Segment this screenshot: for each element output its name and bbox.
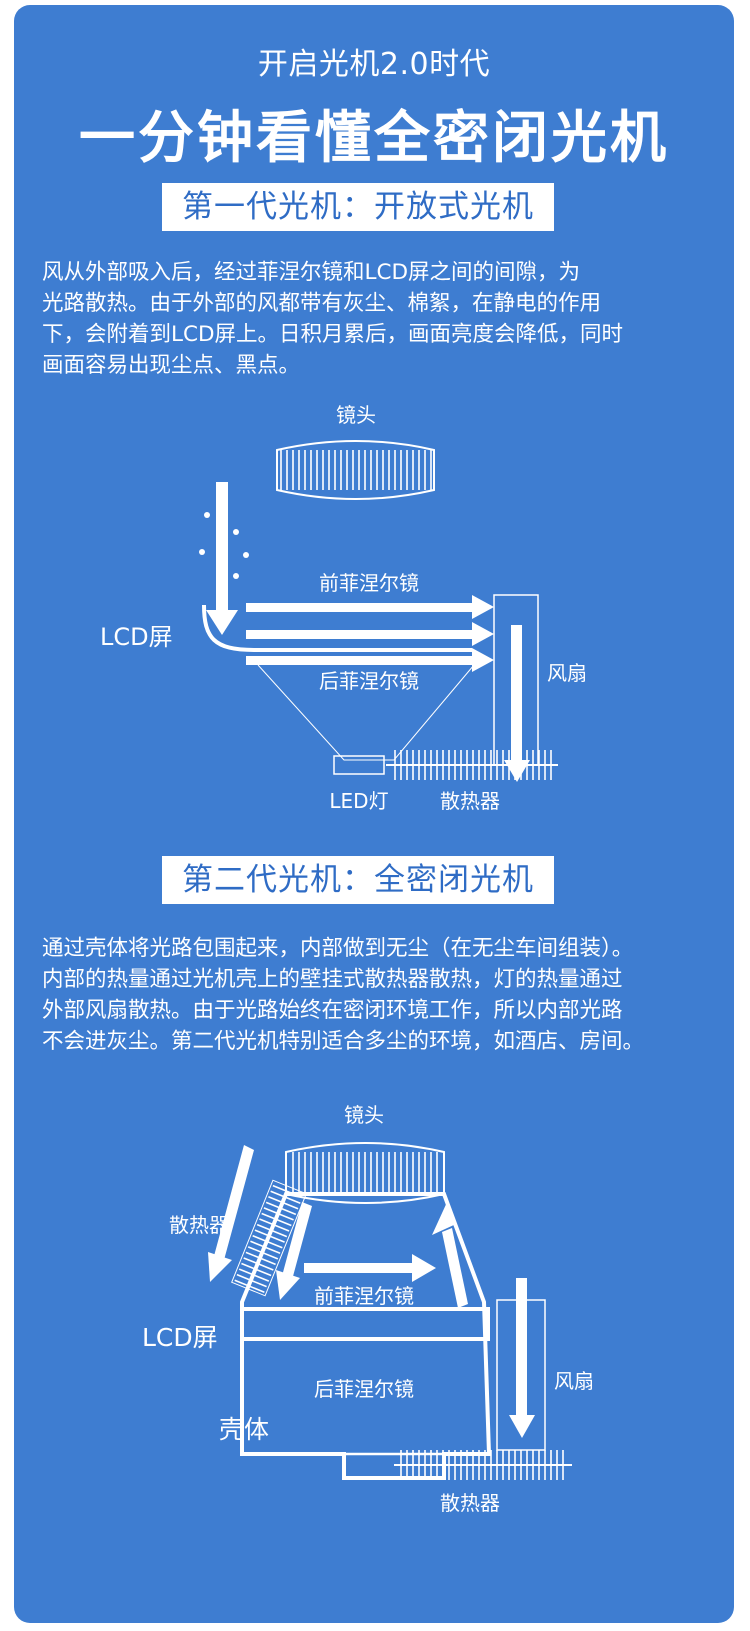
- section1-line: 画面容易出现尘点、黑点。: [42, 353, 301, 378]
- heatsink-fins: [386, 750, 558, 780]
- bottom-heatsink-fins: [394, 1450, 572, 1480]
- fan-label: 风扇: [554, 1369, 594, 1393]
- page-title: 一分钟看懂全密闭光机: [79, 106, 669, 171]
- lens-label: 镜头: [344, 1103, 384, 1127]
- rear-fresnel-label: 后菲涅尔镜: [314, 1377, 414, 1401]
- section2-line: 不会进灰尘。第二代光机特别适合多尘的环境，如酒店、房间。: [42, 1029, 645, 1054]
- lcd-label: LCD屏: [142, 1323, 218, 1352]
- section2-heading: 第二代光机：全密闭光机: [162, 856, 554, 904]
- intake-air-arrow: [206, 482, 238, 635]
- lens-shape: [285, 1142, 445, 1204]
- heatsink-label: 散热器: [440, 789, 500, 813]
- page-subtitle: 开启光机2.0时代: [257, 47, 491, 82]
- lens-shape: [276, 440, 435, 500]
- section2-paragraph: 通过壳体将光路包围起来，内部做到无尘（在无尘车间组装）。 内部的热量通过光机壳上…: [42, 933, 708, 1057]
- front-fresnel-label: 前菲涅尔镜: [319, 571, 419, 595]
- lcd-label: LCD屏: [100, 623, 173, 651]
- front-fresnel-label: 前菲涅尔镜: [314, 1284, 414, 1308]
- lcd-screen-line: [202, 604, 472, 652]
- open-engine-diagram: 镜头 前菲涅尔镜 LCD屏 后菲涅尔镜: [100, 403, 587, 813]
- sealed-engine-diagram: 镜头 散热器: [142, 1103, 594, 1515]
- dust-particles: [199, 512, 249, 579]
- fan-label: 风扇: [547, 661, 587, 685]
- section1-line: 风从外部吸入后，经过菲涅尔镜和LCD屏之间的间隙，为: [42, 260, 581, 285]
- section2-line: 外部风扇散热。由于光路始终在密闭环境工作，所以内部光路: [42, 998, 623, 1023]
- section2-line: 内部的热量通过光机壳上的壁挂式散热器散热，灯的热量通过: [42, 967, 623, 992]
- lcd-screen: [240, 1307, 490, 1341]
- section2-line: 通过壳体将光路包围起来，内部做到无尘（在无尘车间组装）。: [42, 936, 634, 961]
- shell-label: 壳体: [219, 1415, 269, 1444]
- section1-paragraph: 风从外部吸入后，经过菲涅尔镜和LCD屏之间的间隙，为 光路散热。由于外部的风都带…: [42, 257, 708, 381]
- infographic-card: 开启光机2.0时代 一分钟看懂全密闭光机 第一代光机：开放式光机 风从外部吸入后…: [14, 5, 734, 1623]
- section1-line: 光路散热。由于外部的风都带有灰尘、棉絮，在静电的作用: [42, 291, 602, 316]
- wall-heatsink-label: 散热器: [169, 1213, 229, 1237]
- airflow-arrows: [246, 595, 494, 672]
- light-cone: [257, 664, 475, 761]
- internal-circulation-arrows: [276, 1200, 468, 1308]
- rear-fresnel-label: 后菲涅尔镜: [319, 669, 419, 693]
- wall-heatsink: [231, 1179, 307, 1297]
- external-air-arrow: [208, 1145, 254, 1282]
- led-label: LED灯: [329, 789, 388, 813]
- bottom-heatsink-label: 散热器: [440, 1491, 500, 1515]
- fan-airflow-arrow: [509, 1278, 535, 1438]
- led-lamp: [333, 755, 385, 775]
- section1-line: 下，会附着到LCD屏上。日积月累后，画面亮度会降低，同时: [42, 322, 624, 347]
- section1-heading: 第一代光机：开放式光机: [162, 183, 554, 231]
- lens-label: 镜头: [336, 403, 376, 427]
